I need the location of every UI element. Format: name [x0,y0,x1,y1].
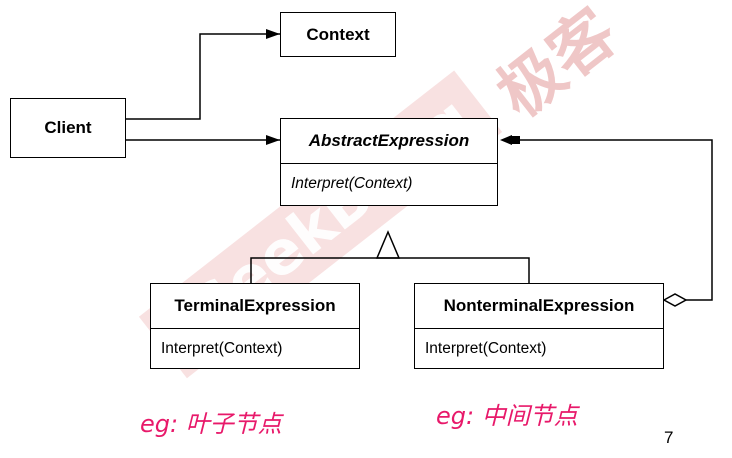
terminal-expression-operation: Interpret(Context) [161,340,283,357]
abstract-expression-class: AbstractExpression Interpret(Context) [280,118,498,206]
terminal-note: eg: 叶子节点 [140,410,282,438]
inheritance-branch [250,257,530,283]
abstract-expression-name: AbstractExpression [281,119,497,164]
page-number: 7 [664,428,674,447]
client-context-association [126,33,280,120]
aggregation-diamond [662,293,688,307]
aggregation-arrow [500,135,512,145]
arrow-to-abstract [266,135,280,145]
abstract-expression-operation: Interpret(Context) [291,175,413,192]
aggregation-line [520,139,713,301]
aggregation-arrow-tail [512,136,520,144]
terminal-expression-name: TerminalExpression [151,284,359,329]
context-class: Context [280,12,396,57]
context-class-name: Context [306,24,370,44]
terminal-expression-class: TerminalExpression Interpret(Context) [150,283,360,369]
arrow-to-context [266,29,280,39]
nonterminal-expression-class: NonterminalExpression Interpret(Context) [414,283,664,369]
inheritance-triangle [375,230,401,259]
client-class: Client [10,98,126,158]
client-class-name: Client [44,118,92,137]
nonterminal-expression-operation: Interpret(Context) [425,340,547,357]
nonterminal-expression-name: NonterminalExpression [415,284,663,329]
nonterminal-note: eg: 中间节点 [436,402,578,430]
